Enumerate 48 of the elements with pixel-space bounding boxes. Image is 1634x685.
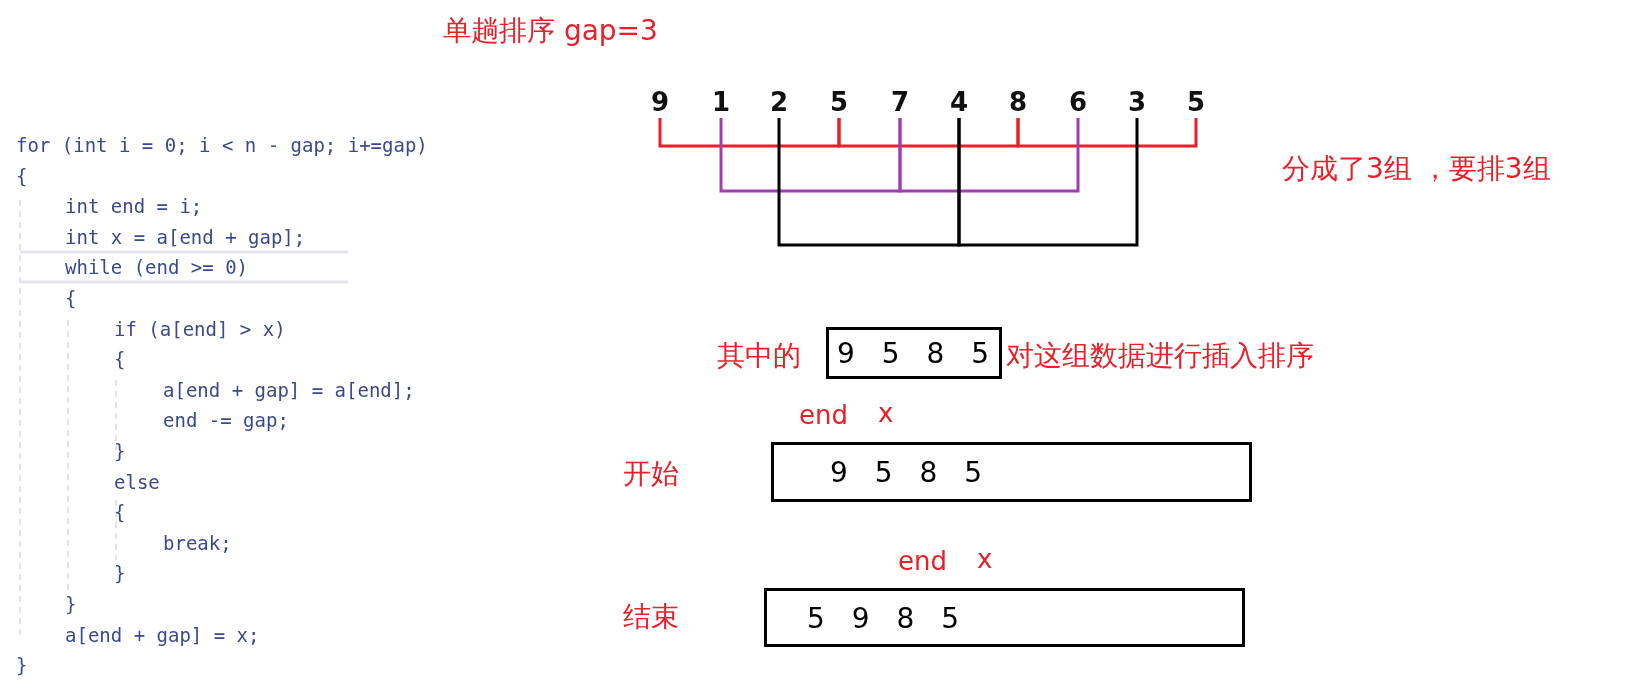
array-element: 3 xyxy=(1122,86,1152,118)
group-bracket xyxy=(898,118,1080,193)
array-element: 5 xyxy=(1181,86,1211,118)
note-text: 分成了3组 ，要排3组 xyxy=(1282,151,1551,187)
code-line: a[end + gap] = a[end]; xyxy=(163,377,415,402)
code-line: if (a[end] > x) xyxy=(114,316,286,341)
code-line: break; xyxy=(163,530,232,555)
code-line: while (end >= 0) xyxy=(65,255,249,280)
pointer-label: end xyxy=(799,400,848,430)
array-element: 9 xyxy=(645,86,675,118)
group-bracket xyxy=(719,118,902,193)
code-line: { xyxy=(114,347,126,372)
array-element: 7 xyxy=(885,86,915,118)
code-line: for (int i = 0; i < n - gap; i+=gap) xyxy=(16,133,428,157)
code-line: end -= gap; xyxy=(163,408,289,433)
number-box: 9 5 8 5 xyxy=(826,327,1002,379)
code-line: { xyxy=(16,163,28,188)
caption-text: 结束 xyxy=(623,599,679,635)
pointer-label: x xyxy=(977,544,993,574)
code-line: } xyxy=(65,592,77,616)
pointer-label: end xyxy=(898,546,947,576)
code-line: { xyxy=(114,500,126,525)
code-line: int x = a[end + gap]; xyxy=(65,224,306,249)
array-element: 4 xyxy=(944,86,974,118)
array-element: 1 xyxy=(706,86,736,118)
number-box: 5 9 8 5 xyxy=(764,588,1245,647)
code-line: int end = i; xyxy=(65,194,203,219)
code-line: } xyxy=(114,439,126,463)
title-text: 单趟排序 gap=3 xyxy=(443,13,658,49)
caption-text: 其中的 xyxy=(717,338,801,374)
group-bracket xyxy=(658,118,841,148)
array-element: 2 xyxy=(764,86,794,118)
code-line: } xyxy=(16,653,28,678)
group-bracket xyxy=(1016,118,1198,148)
number-box: 9 5 8 5 xyxy=(771,442,1252,502)
caption-text: 对这组数据进行插入排序 xyxy=(1006,338,1314,374)
code-line: a[end + gap] = x; xyxy=(65,622,260,647)
code-line: else xyxy=(114,469,160,494)
code-line: { xyxy=(65,286,77,310)
array-element: 8 xyxy=(1003,86,1033,118)
array-element: 5 xyxy=(824,86,854,118)
group-bracket xyxy=(777,118,961,247)
array-element: 6 xyxy=(1063,86,1093,118)
code-line: } xyxy=(114,561,126,586)
group-bracket xyxy=(957,118,1139,247)
caption-text: 开始 xyxy=(623,456,679,492)
pointer-label: x xyxy=(878,398,894,428)
group-bracket xyxy=(837,118,1020,148)
